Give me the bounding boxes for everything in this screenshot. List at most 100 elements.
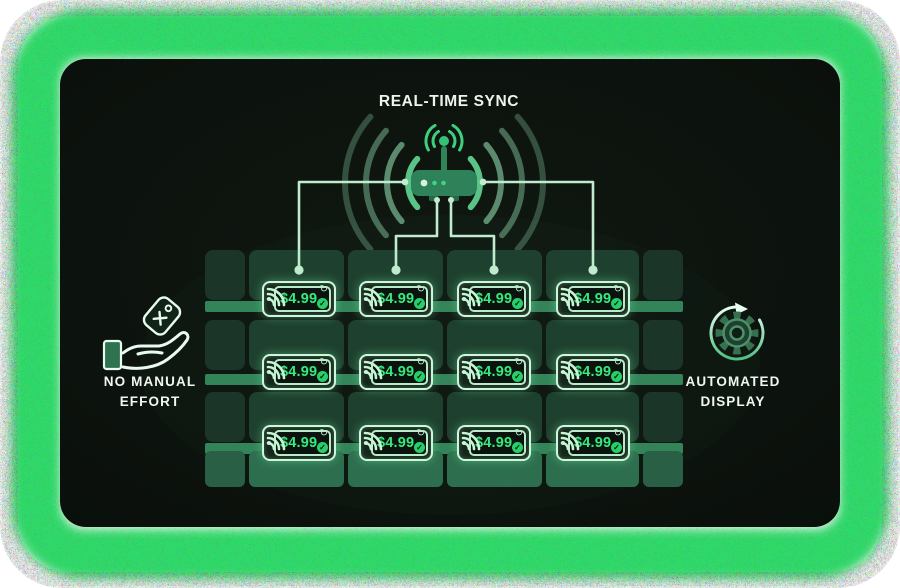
tag-wifi-icon xyxy=(560,360,580,380)
price-label: $4.99 xyxy=(475,291,513,307)
shelf-bar xyxy=(205,443,683,454)
refresh-icon: ↻ xyxy=(613,357,622,368)
price-tag: $4.99 ↻ ✓ xyxy=(556,425,630,461)
tag-screen: $4.99 ↻ ✓ xyxy=(469,357,526,385)
tag-wifi-icon xyxy=(461,360,481,380)
check-icon: ✓ xyxy=(611,298,622,309)
tag-wifi-icon xyxy=(461,287,481,307)
sleeve-cuff xyxy=(102,339,123,371)
rotation-arrow-icon xyxy=(709,305,765,361)
tag-screen: $4.99 ↻ ✓ xyxy=(274,358,331,385)
price-tag: $4.99 ↻ ✓ xyxy=(359,425,433,461)
tag-screen: $4.99 ↻ ✓ xyxy=(274,428,331,456)
tag-wifi-icon xyxy=(363,287,383,307)
tag-mount-dot xyxy=(267,370,271,374)
real-time-sync-title: REAL-TIME SYNC xyxy=(378,93,520,110)
price-tag: $4.99 ↻ ✓ xyxy=(262,354,336,390)
tag-wifi-icon xyxy=(266,360,286,380)
tag-wifi-icon xyxy=(461,431,481,451)
automated-display-label: AUTOMATED DISPLAY xyxy=(685,374,781,410)
gear-automation-icon xyxy=(709,302,765,361)
router-icon xyxy=(411,123,477,201)
refresh-icon: ↻ xyxy=(613,284,622,295)
shelf-box xyxy=(348,392,443,442)
tag-screen: $4.99 ↻ ✓ xyxy=(568,284,625,312)
price-label: $4.99 xyxy=(280,364,318,380)
shelf-box xyxy=(249,392,344,442)
tag-screen: $4.99 ↻ ✓ xyxy=(371,357,428,385)
check-icon: ✓ xyxy=(317,371,328,382)
price-label: $4.99 xyxy=(475,435,513,451)
sync-line-endpoints xyxy=(294,178,598,275)
price-tag: $4.99 ↻ ✓ xyxy=(359,281,433,317)
wifi-signal-arcs xyxy=(342,113,546,253)
refresh-icon: ↻ xyxy=(319,284,328,295)
refresh-icon: ↻ xyxy=(416,284,425,295)
base-shelf-box xyxy=(546,451,639,487)
refresh-icon: ↻ xyxy=(416,357,425,368)
open-hand-icon xyxy=(121,331,190,370)
price-tag: $4.99 ↻ ✓ xyxy=(262,281,336,317)
tag-mount-dot xyxy=(364,297,368,301)
price-tag: $4.99 ↻ ✓ xyxy=(262,425,336,461)
no-manual-effort-label: NO MANUAL EFFORT xyxy=(103,374,197,410)
shelf-box xyxy=(249,250,344,300)
base-shelf-box xyxy=(643,451,683,487)
shelf-box xyxy=(205,250,245,300)
base-shelf-box xyxy=(205,451,245,487)
refresh-icon: ↻ xyxy=(319,428,328,439)
price-tag: $4.99 ↻ ✓ xyxy=(359,354,433,390)
manual-price-tag-icon xyxy=(142,296,182,336)
tag-mount-dot xyxy=(364,441,368,445)
price-label: $4.99 xyxy=(280,435,318,451)
gear-teeth xyxy=(715,311,759,355)
sync-lines xyxy=(297,180,595,267)
router-body xyxy=(411,170,477,196)
price-label: $4.99 xyxy=(574,291,612,307)
router-antenna xyxy=(441,146,447,174)
tag-mount-dot xyxy=(561,441,565,445)
refresh-icon: ↻ xyxy=(416,428,425,439)
refresh-icon: ↻ xyxy=(514,357,523,368)
sync-line xyxy=(394,198,439,267)
tag-wifi-icon xyxy=(560,431,580,451)
shelf-bar xyxy=(205,374,683,385)
price-tag: $4.99 ↻ ✓ xyxy=(556,354,630,390)
tag-mount-dot xyxy=(561,297,565,301)
tag-mount-dot xyxy=(561,370,565,374)
base-shelf-box xyxy=(348,451,443,487)
check-icon: ✓ xyxy=(414,442,425,453)
tag-mount-dot xyxy=(462,370,466,374)
base-shelf-box xyxy=(249,451,344,487)
tag-mount-dot xyxy=(267,441,271,445)
price-label: $4.99 xyxy=(377,291,415,307)
price-tag: $4.99 ↻ ✓ xyxy=(457,354,531,390)
check-icon: ✓ xyxy=(317,298,328,309)
tag-screen: $4.99 ↻ ✓ xyxy=(568,429,625,456)
tag-wifi-icon xyxy=(363,360,383,380)
tag-screen: $4.99 ↻ ✓ xyxy=(371,428,428,456)
price-label: $4.99 xyxy=(574,435,612,451)
price-label: $4.99 xyxy=(377,435,415,451)
shelf-box xyxy=(205,320,245,370)
check-icon: ✓ xyxy=(512,298,523,309)
shelf-box xyxy=(447,250,542,300)
tag-wifi-icon xyxy=(266,287,286,307)
shelf-unit xyxy=(205,250,683,487)
price-label: $4.99 xyxy=(574,364,612,380)
check-icon: ✓ xyxy=(611,442,622,453)
shelf-box xyxy=(546,250,639,300)
price-tag: $4.99 ↻ ✓ xyxy=(457,281,531,317)
check-icon: ✓ xyxy=(414,298,425,309)
price-label: $4.99 xyxy=(280,291,318,307)
shelf-box xyxy=(546,392,639,442)
tag-wifi-icon xyxy=(266,431,286,451)
tag-wifi-icon xyxy=(363,431,383,451)
tag-screen: $4.99 ↻ ✓ xyxy=(469,285,526,312)
price-label: $4.99 xyxy=(475,364,513,380)
shelf-box xyxy=(546,320,639,370)
tag-screen: $4.99 ↻ ✓ xyxy=(371,284,428,312)
check-icon: ✓ xyxy=(317,442,328,453)
tag-wifi-icon xyxy=(560,287,580,307)
